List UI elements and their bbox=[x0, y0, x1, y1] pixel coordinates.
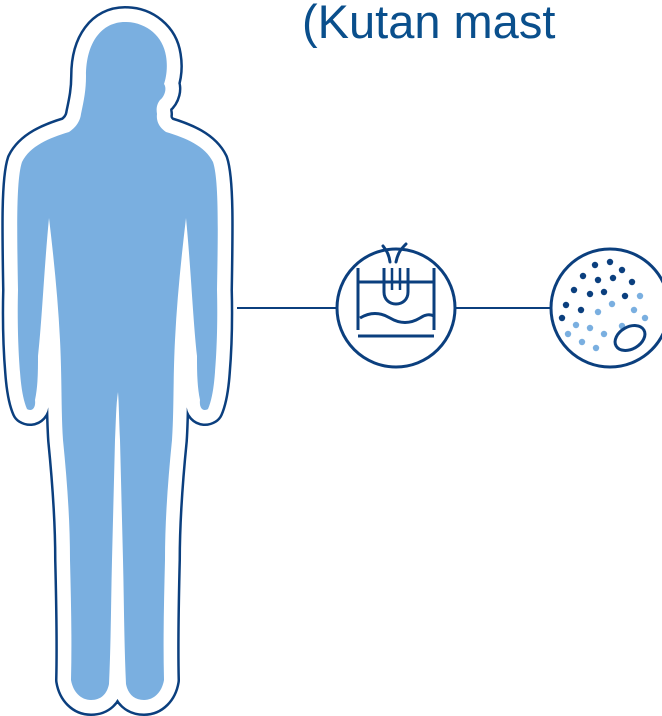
mast-cell-icon bbox=[551, 249, 662, 367]
skin-layer-icon bbox=[337, 244, 455, 367]
